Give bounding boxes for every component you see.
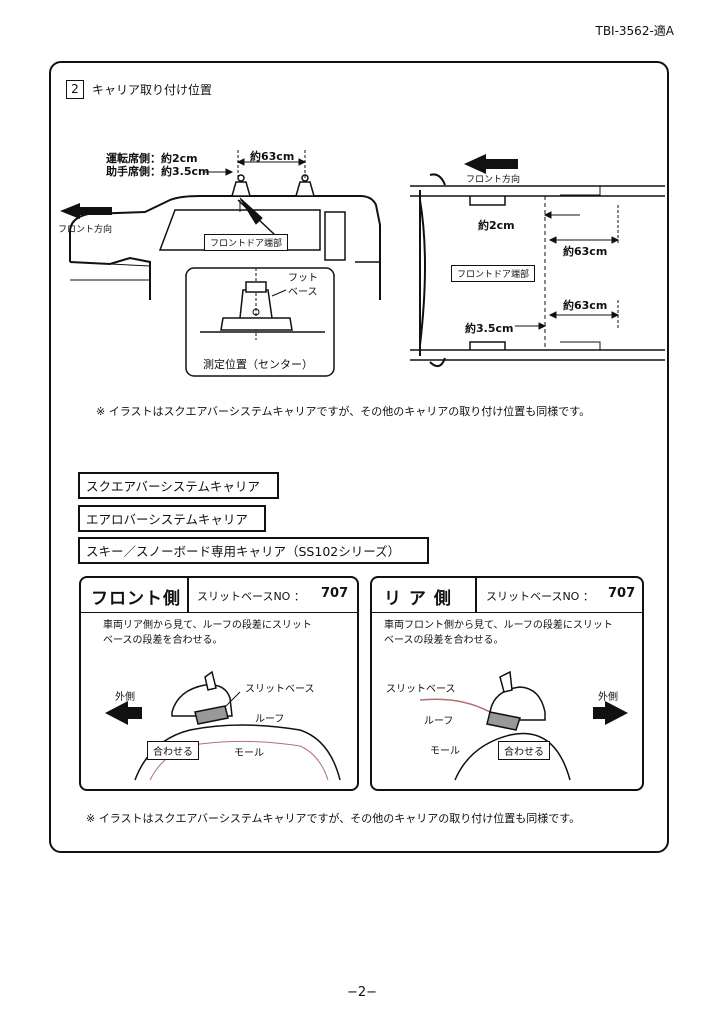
front-panel-illustration <box>105 670 341 781</box>
rear-slit-base-label: スリットベース <box>386 684 456 695</box>
rear-desc-line1: 車両フロント側から見て、ルーフの段差にスリット <box>384 620 613 631</box>
top-dim-63-upper: 約63cm <box>563 245 608 258</box>
rear-desc-line2: ベースの段差を合わせる。 <box>384 635 504 646</box>
rear-slit-label: スリットベースNO ： <box>486 590 594 603</box>
side-view-car-illustration <box>69 195 381 300</box>
foot-base-label: フット ベース <box>288 273 318 298</box>
front-direction-arrow-side-shape <box>60 203 112 219</box>
front-roof-label: ルーフ <box>255 714 285 725</box>
rear-mall-label: モール <box>430 746 460 757</box>
top-dim-2: 約2cm <box>478 219 515 232</box>
measure-position-label: 測定位置（センター） <box>203 358 313 371</box>
rear-panel-illustration <box>419 670 628 781</box>
front-door-edge-label-top: フロントドア端部 <box>451 265 536 282</box>
carrier-type-aero-bar: エアロバーシステムキャリア <box>78 505 266 532</box>
front-direction-top-label: フロント方向 <box>466 175 521 185</box>
illustration-note-bottom: ※ イラストはスクエアバーシステムキャリアですが、その他のキャリアの取り付け位置… <box>86 812 581 825</box>
front-side-panel: フロント側 スリットベースNO ： 707 車両リア側から見て、ルーフの段差にス… <box>79 576 359 791</box>
front-slit-number: 707 <box>321 586 349 601</box>
top-dim-63-lower: 約63cm <box>563 299 608 312</box>
rear-panel-header <box>372 578 642 613</box>
front-door-edge-label-side: フロントドア端部 <box>204 234 289 251</box>
front-panel-title: フロント側 <box>91 589 181 609</box>
front-align-label: 合わせる <box>147 741 199 760</box>
illustration-note-top: ※ イラストはスクエアバーシステムキャリアですが、その他のキャリアの取り付け位置… <box>96 405 591 418</box>
front-slit-base-label: スリットベース <box>245 684 315 695</box>
top-view-dimension-lines <box>515 205 620 330</box>
front-desc-line2: ベースの段差を合わせる。 <box>103 635 223 646</box>
top-view-illustration <box>410 173 665 368</box>
rear-align-label: 合わせる <box>498 741 550 760</box>
front-slit-label: スリットベースNO ： <box>197 590 305 603</box>
front-desc-line1: 車両リア側から見て、ルーフの段差にスリット <box>103 620 312 631</box>
rear-slit-number: 707 <box>608 586 636 601</box>
document-id: TBI-3562-適A <box>595 24 674 38</box>
front-panel-header <box>81 578 357 613</box>
content-frame <box>49 61 669 853</box>
rear-outside-label: 外側 <box>598 692 618 703</box>
rear-roof-label: ルーフ <box>424 716 454 727</box>
roof-feet-side <box>231 174 315 197</box>
rear-header-divider <box>475 578 477 612</box>
front-outside-label: 外側 <box>115 692 135 703</box>
section-number: 2 <box>66 80 84 99</box>
carrier-type-square-bar: スクエアバーシステムキャリア <box>78 472 279 499</box>
section-title: キャリア取り付け位置 <box>92 83 213 97</box>
front-header-divider <box>187 578 189 612</box>
rear-side-panel: リ ア 側 スリットベースNO ： 707 車両フロント側から見て、ルーフの段差… <box>370 576 644 791</box>
front-direction-arrow-top-shape <box>464 154 518 174</box>
front-mall-label: モール <box>234 748 264 759</box>
driver-side-distance: 運転席側：約2cm <box>106 152 198 165</box>
side-dim-63: 約63cm <box>250 150 295 163</box>
front-direction-side-label: フロント方向 <box>58 225 113 235</box>
rear-panel-title: リ ア 側 <box>384 589 452 609</box>
passenger-side-distance: 助手席側：約3.5cm <box>106 165 210 178</box>
side-dimension-lines <box>205 150 307 236</box>
page-number: −2− <box>346 985 378 1000</box>
top-dim-35: 約3.5cm <box>465 322 514 335</box>
inset-detail <box>185 267 335 377</box>
carrier-type-ski-snowboard: スキー／スノーボード専用キャリア（SS102シリーズ） <box>78 537 429 564</box>
